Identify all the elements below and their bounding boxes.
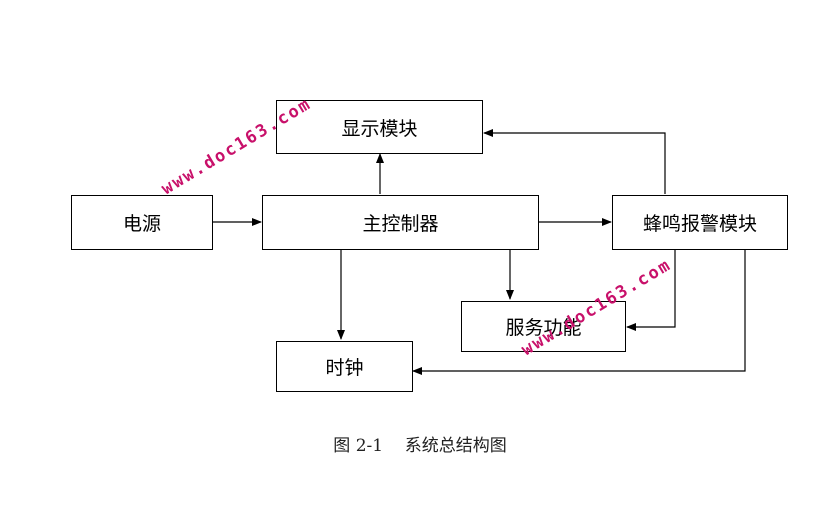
figure-caption: 图 2-1 系统总结构图 [333,436,507,456]
power-box: 电源 [71,195,213,250]
main-controller-box: 主控制器 [262,195,539,250]
buzzer-alarm-module-label: 蜂鸣报警模块 [642,213,757,235]
clock-label: 时钟 [325,357,364,379]
power-label: 电源 [122,213,161,235]
buzzer-alarm-module-box: 蜂鸣报警模块 [612,195,788,250]
main-controller-label: 主控制器 [362,213,439,235]
arrow-buzzer-to-display [483,129,666,194]
display-module-label: 显示模块 [341,117,418,140]
arrow-buzzer-to-service [626,250,676,331]
clock-box: 时钟 [276,341,413,392]
service-function-box: 服务功能 [461,301,626,352]
display-module-box: 显示模块 [276,100,483,154]
arrow-buzzer-to-clock [412,250,746,375]
service-function-label: 服务功能 [505,317,582,339]
